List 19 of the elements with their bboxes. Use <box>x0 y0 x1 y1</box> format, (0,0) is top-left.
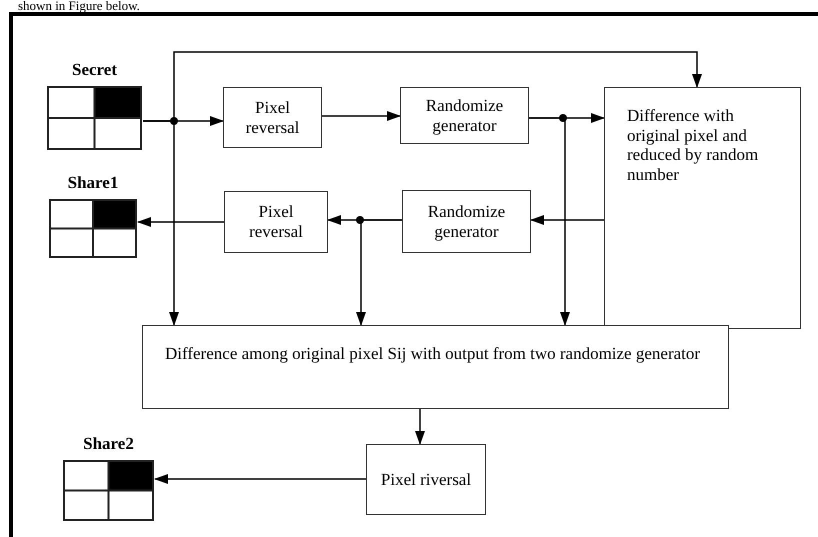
process-box: Difference with original pixel and reduced by random number <box>604 87 801 329</box>
process-box: Pixel reversal <box>223 87 322 148</box>
arrow <box>143 120 179 326</box>
grid-label: Share1 <box>68 173 118 194</box>
grid-label: Share2 <box>83 434 134 454</box>
caption-text: shown in Figure below. <box>18 0 140 13</box>
process-box: Pixel riversal <box>366 444 486 515</box>
arrow <box>137 217 224 227</box>
arrow <box>529 117 570 326</box>
process-box: Randomize generator <box>400 87 529 144</box>
grid-label: Secret <box>72 60 117 80</box>
process-box: Randomize generator <box>402 190 531 253</box>
arrow <box>356 219 402 326</box>
arrow <box>154 474 366 484</box>
arrow <box>530 215 604 225</box>
process-box: Pixel reversal <box>224 191 328 253</box>
arrow <box>415 409 425 445</box>
arrow <box>322 111 401 121</box>
process-box: Difference among original pixel Sij with output from two randomize generator <box>142 325 729 409</box>
